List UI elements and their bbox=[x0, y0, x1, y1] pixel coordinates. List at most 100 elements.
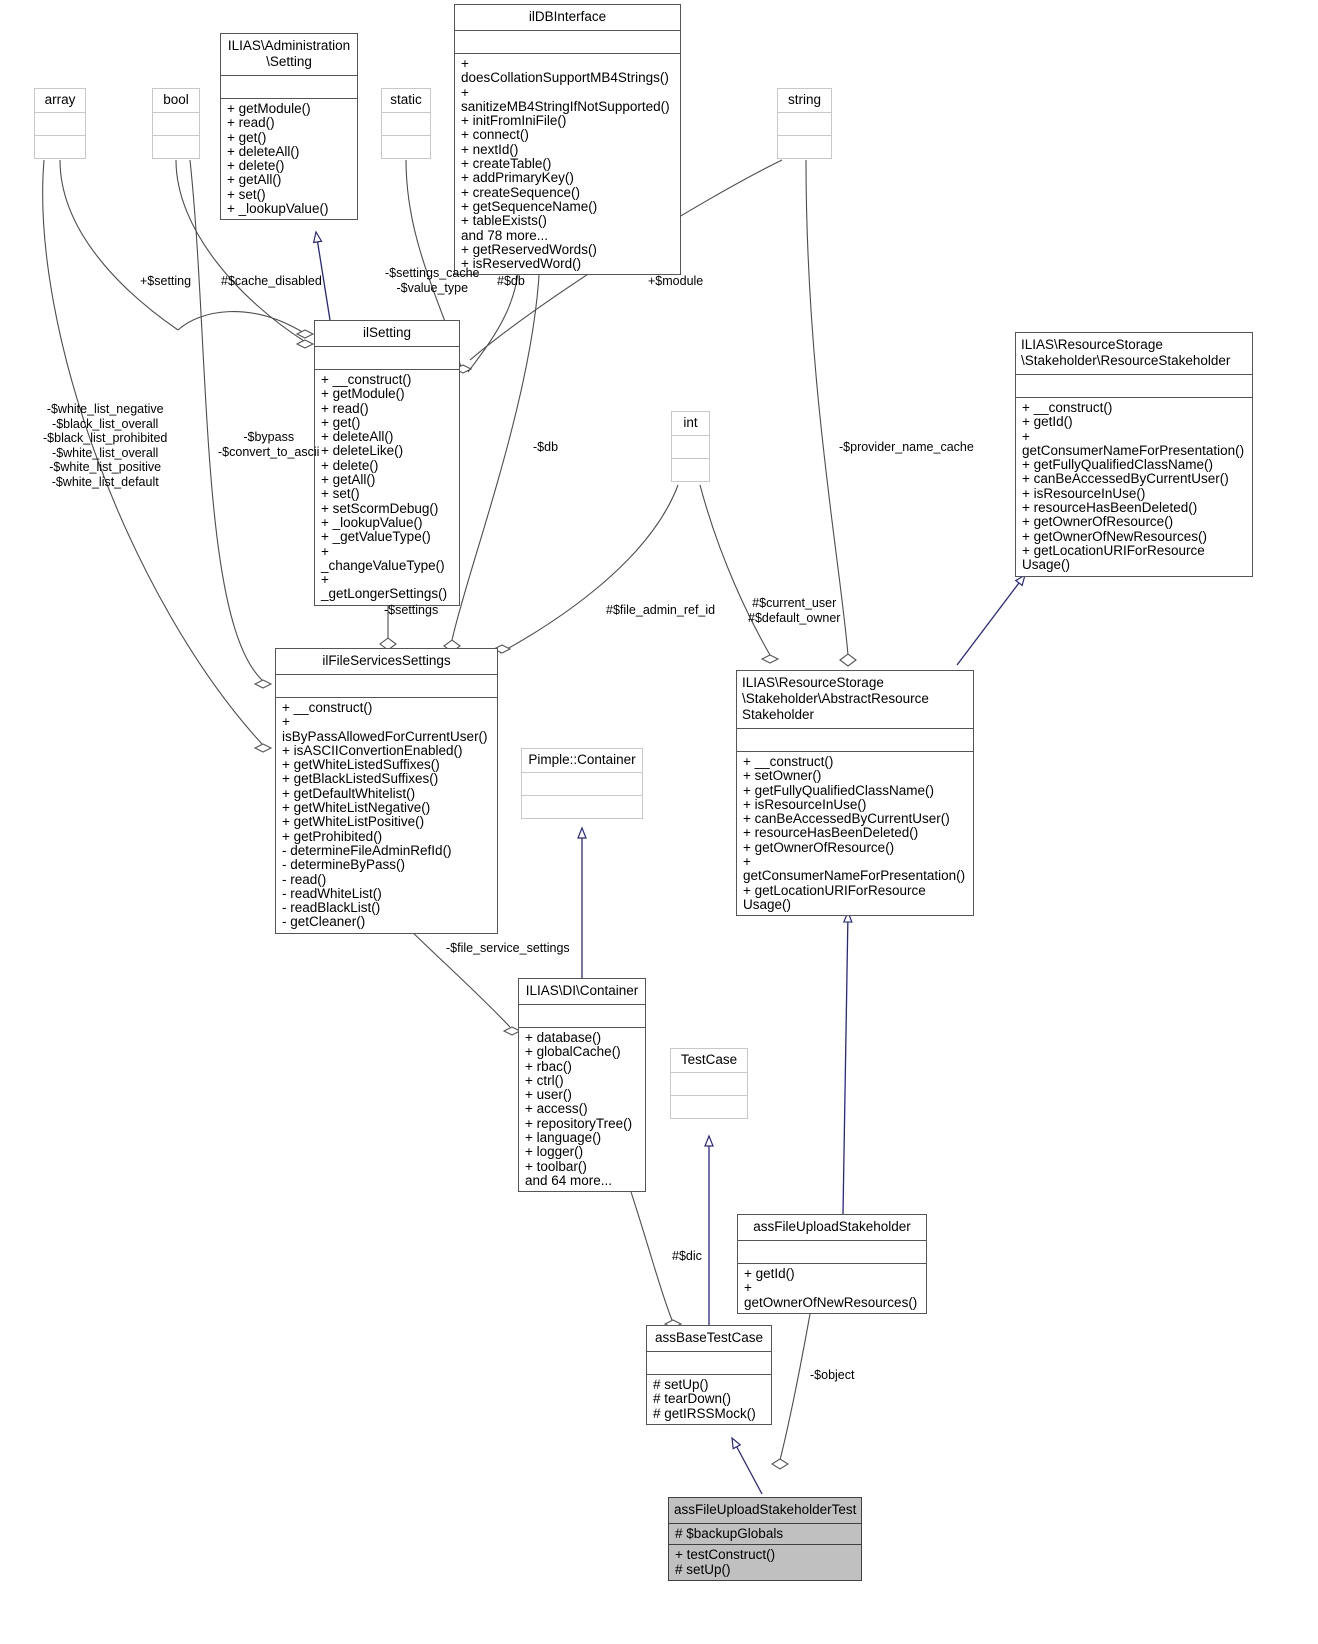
node-setting-ops: + getModule() + read() + get() + deleteA… bbox=[227, 101, 329, 217]
node-pimple-container-attrs bbox=[522, 773, 642, 795]
node-sep bbox=[522, 772, 642, 773]
node-sep bbox=[221, 98, 357, 99]
node-testcase-attrs bbox=[671, 1073, 747, 1095]
node-sep bbox=[672, 435, 709, 436]
node-array-ops bbox=[35, 136, 85, 158]
node-testcase[interactable]: TestCase bbox=[670, 1048, 748, 1119]
node-sep bbox=[1016, 397, 1252, 398]
node-assfileuploadstakeholder[interactable]: assFileUploadStakeholder + getId() + get… bbox=[737, 1214, 927, 1314]
node-array-attrs bbox=[35, 113, 85, 135]
node-resourcestakeholder[interactable]: ILIAS\ResourceStorage \Stakeholder\Resou… bbox=[1015, 332, 1253, 577]
node-ilsetting-attrs bbox=[315, 347, 459, 369]
node-sep bbox=[669, 1523, 861, 1524]
node-sep bbox=[455, 30, 680, 31]
node-sep bbox=[276, 674, 497, 675]
edge-label-dic: #$dic bbox=[672, 1249, 702, 1263]
node-ilias-di-container-ops: + database() + globalCache() + rbac() + … bbox=[525, 1030, 633, 1188]
node-sep bbox=[519, 1004, 645, 1005]
node-abstractresourcestakeholder[interactable]: ILIAS\ResourceStorage \Stakeholder\Abstr… bbox=[736, 670, 974, 917]
node-assbasetestcase-title: assBaseTestCase bbox=[654, 1330, 764, 1345]
node-ilsetting[interactable]: ilSetting + __construct() + getModule() … bbox=[314, 320, 460, 606]
node-sep bbox=[153, 112, 199, 113]
node-ildbinterface[interactable]: ilDBInterface + doesCollationSupportMB4S… bbox=[454, 4, 681, 276]
node-ilias-di-container[interactable]: ILIAS\DI\Container + database() + global… bbox=[518, 978, 646, 1193]
node-sep bbox=[221, 75, 357, 76]
node-ilias-di-container-title: ILIAS\DI\Container bbox=[525, 983, 639, 998]
node-sep bbox=[778, 112, 831, 113]
node-resourcestakeholder-ops: + __construct() + getId() + getConsumerN… bbox=[1022, 400, 1245, 573]
node-ilfileservicessettings-title: ilFileServicesSettings bbox=[322, 653, 451, 668]
edge-label-setting: +$setting bbox=[140, 274, 192, 288]
node-abstractresourcestakeholder-attrs bbox=[737, 729, 973, 751]
node-sep bbox=[382, 112, 430, 113]
node-sep bbox=[671, 1095, 747, 1096]
node-ilfileservicessettings[interactable]: ilFileServicesSettings + __construct() +… bbox=[275, 648, 498, 934]
edge-label-object: -$object bbox=[810, 1368, 855, 1382]
edge-label-current-user: #$current_user #$default_owner bbox=[748, 596, 841, 625]
node-sep bbox=[382, 135, 430, 136]
node-sep bbox=[35, 112, 85, 113]
node-sep bbox=[647, 1351, 771, 1352]
node-static-title: static bbox=[390, 92, 422, 107]
node-assfileuploadstakeholdertest-title: assFileUploadStakeholderTest bbox=[674, 1502, 857, 1517]
node-sep bbox=[647, 1374, 771, 1375]
edge-label-bypass: -$bypass -$convert_to_ascii bbox=[218, 430, 320, 459]
edge-label-db-top: #$db bbox=[497, 274, 525, 288]
node-sep bbox=[671, 1072, 747, 1073]
node-pimple-container[interactable]: Pimple::Container bbox=[521, 748, 643, 819]
node-bool-ops bbox=[153, 136, 199, 158]
node-sep bbox=[737, 728, 973, 729]
edge-label-provider-name-cache: -$provider_name_cache bbox=[839, 440, 974, 454]
node-array[interactable]: array bbox=[34, 88, 86, 159]
node-ilfileservicessettings-ops: + __construct() + isByPassAllowedForCurr… bbox=[282, 700, 488, 930]
node-int-title: int bbox=[683, 415, 698, 430]
node-assfileuploadstakeholder-title: assFileUploadStakeholder bbox=[753, 1219, 911, 1234]
node-sep bbox=[1016, 374, 1252, 375]
node-ilias-administration-setting[interactable]: ILIAS\Administration \Setting + getModul… bbox=[220, 33, 358, 221]
node-sep bbox=[738, 1263, 926, 1264]
edge-label-settings-cache: -$settings_cache -$value_type bbox=[385, 266, 480, 295]
node-string-attrs bbox=[778, 113, 831, 135]
node-ilsetting-ops: + __construct() + getModule() + read() +… bbox=[321, 372, 448, 602]
node-bool[interactable]: bool bbox=[152, 88, 200, 159]
edge-label-cache-disabled: #$cache_disabled bbox=[221, 274, 322, 288]
edge-label-white-list-group: -$white_list_negative -$black_list_overa… bbox=[43, 402, 168, 489]
node-setting-attrs bbox=[221, 76, 357, 98]
node-int-ops bbox=[672, 459, 709, 481]
node-string-title: string bbox=[787, 92, 821, 107]
node-abstractresourcestakeholder-title: ILIAS\ResourceStorage \Stakeholder\Abstr… bbox=[742, 675, 929, 722]
node-sep bbox=[522, 795, 642, 796]
node-sep bbox=[276, 697, 497, 698]
node-assbasetestcase[interactable]: assBaseTestCase # setUp() # tearDown() #… bbox=[646, 1325, 772, 1425]
node-assfileuploadstakeholder-ops: + getId() + getOwnerOfNewResources() bbox=[744, 1266, 918, 1310]
node-assbasetestcase-attrs bbox=[647, 1352, 771, 1374]
node-sep bbox=[672, 458, 709, 459]
node-array-title: array bbox=[44, 92, 76, 107]
node-sep bbox=[519, 1027, 645, 1028]
edge-label-file-admin-ref-id: #$file_admin_ref_id bbox=[606, 603, 716, 617]
node-ilsetting-title: ilSetting bbox=[362, 325, 412, 340]
node-int-attrs bbox=[672, 436, 709, 458]
node-static[interactable]: static bbox=[381, 88, 431, 159]
node-resourcestakeholder-attrs bbox=[1016, 375, 1252, 397]
node-abstractresourcestakeholder-ops: + __construct() + setOwner() + getFullyQ… bbox=[743, 754, 966, 912]
node-int[interactable]: int bbox=[671, 411, 710, 482]
node-assfileuploadstakeholdertest[interactable]: assFileUploadStakeholderTest # $backupGl… bbox=[668, 1497, 862, 1581]
node-sep bbox=[35, 135, 85, 136]
node-assfileuploadstakeholder-attrs bbox=[738, 1241, 926, 1263]
node-ilias-di-container-attrs bbox=[519, 1005, 645, 1027]
edge-label-file-service-settings: -$file_service_settings bbox=[446, 941, 570, 955]
node-testcase-title: TestCase bbox=[680, 1052, 738, 1067]
node-setting-title: ILIAS\Administration \Setting bbox=[227, 38, 351, 69]
node-static-ops bbox=[382, 136, 430, 158]
node-testcase-ops bbox=[671, 1096, 747, 1118]
node-resourcestakeholder-title: ILIAS\ResourceStorage \Stakeholder\Resou… bbox=[1021, 337, 1231, 368]
node-sep bbox=[778, 135, 831, 136]
edge-label-settings: -$settings bbox=[384, 603, 439, 617]
node-sep bbox=[737, 751, 973, 752]
node-static-attrs bbox=[382, 113, 430, 135]
node-string[interactable]: string bbox=[777, 88, 832, 159]
node-ilfileservicessettings-attrs bbox=[276, 675, 497, 697]
node-sep bbox=[738, 1240, 926, 1241]
